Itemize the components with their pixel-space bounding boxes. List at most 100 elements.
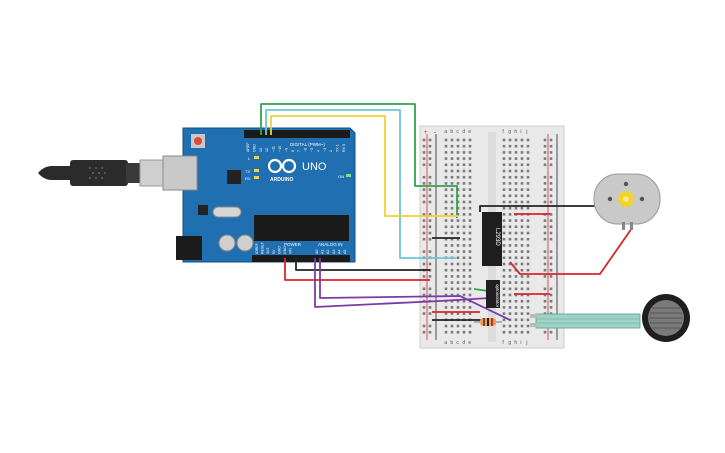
breadboard-hole — [520, 275, 524, 278]
breadboard-hole — [468, 275, 472, 278]
breadboard-hole — [456, 194, 460, 198]
breadboard-hole — [502, 312, 506, 315]
breadboard-hole — [502, 299, 506, 303]
column-letter: b — [450, 340, 453, 346]
rail-hole — [543, 275, 547, 278]
breadboard-hole — [526, 188, 530, 191]
rail-hole — [422, 293, 426, 297]
breadboard-hole — [468, 330, 472, 334]
breadboard-hole — [462, 213, 466, 216]
wire-red-motor — [509, 227, 633, 275]
breadboard-hole — [502, 144, 506, 148]
breadboard-hole — [526, 175, 530, 179]
column-letter: a — [444, 129, 447, 135]
rail-hole — [543, 256, 547, 260]
breadboard-hole — [508, 275, 512, 278]
column-letter: f — [502, 340, 504, 346]
power-pin-label-1: RESET — [261, 241, 265, 254]
force-sensor — [530, 294, 690, 342]
breadboard-hole — [526, 244, 530, 247]
rail-hole — [549, 299, 553, 303]
breadboard-hole — [526, 268, 530, 272]
rail-hole — [428, 225, 432, 229]
breadboard-hole — [456, 163, 460, 167]
breadboard-hole — [456, 138, 460, 142]
breadboard-hole — [514, 225, 518, 229]
breadboard-hole — [462, 268, 466, 272]
breadboard-hole — [520, 188, 524, 191]
breadboard-hole — [502, 151, 506, 154]
motor-driver-label: L293D — [494, 228, 500, 246]
breadboard-hole — [468, 144, 472, 148]
breadboard-hole — [508, 262, 512, 266]
breadboard-hole — [526, 312, 530, 315]
rail-hole — [543, 200, 547, 204]
breadboard-hole — [514, 175, 518, 179]
breadboard-hole — [526, 237, 530, 241]
rail-hole — [422, 188, 426, 191]
breadboard-hole — [526, 151, 530, 154]
breadboard-hole — [468, 175, 472, 179]
breadboard-hole — [502, 275, 506, 278]
breadboard-hole — [456, 312, 460, 315]
wire-purple-a1 — [319, 258, 511, 321]
breadboard-hole — [508, 138, 512, 142]
top-pin-label-1: GND — [252, 144, 256, 152]
breadboard-hole — [450, 275, 454, 278]
breadboard-hole — [456, 175, 460, 179]
breadboard-hole — [450, 231, 454, 235]
rail-hole — [428, 324, 432, 328]
breadboard-hole — [468, 237, 472, 241]
breadboard-hole — [520, 268, 524, 272]
rail-hole — [549, 287, 553, 291]
breadboard-hole — [514, 293, 518, 297]
breadboard-hole — [444, 182, 448, 185]
rail-hole — [428, 200, 432, 204]
top-pin-label-4: ~11 — [272, 146, 276, 152]
breadboard-hole — [520, 231, 524, 235]
wire-green-short — [473, 288, 489, 292]
rail-hole — [422, 182, 426, 185]
breadboard-hole — [514, 206, 518, 210]
breadboard-hole — [502, 306, 506, 309]
breadboard-hole — [462, 281, 466, 284]
analog-pin-label-1: A1 — [321, 250, 325, 254]
rail-hole — [422, 262, 426, 266]
rail-hole — [543, 231, 547, 235]
breadboard-hole — [450, 169, 454, 173]
breadboard-hole — [444, 275, 448, 278]
breadboard-hole — [462, 330, 466, 334]
breadboard-hole — [450, 262, 454, 266]
breadboard-hole — [508, 324, 512, 328]
breadboard-hole — [508, 200, 512, 204]
breadboard-hole — [508, 237, 512, 241]
rail-hole — [549, 144, 553, 148]
breadboard-hole — [520, 287, 524, 291]
rail-hole — [422, 231, 426, 235]
optocoupler-label: optoisolator — [495, 284, 500, 308]
rail-hole — [549, 268, 553, 272]
breadboard-hole — [502, 324, 506, 328]
rail-hole — [549, 219, 553, 222]
rail-hole — [422, 237, 426, 241]
breadboard-hole — [450, 299, 454, 303]
rail-hole — [549, 163, 553, 167]
breadboard-hole — [468, 194, 472, 198]
rail-hole — [549, 157, 553, 160]
breadboard-hole — [520, 312, 524, 315]
analog-pin-label-4: A4 — [337, 250, 341, 254]
top-pin-label-13: 2 — [329, 150, 333, 152]
breadboard-hole — [514, 144, 518, 148]
rail-hole — [543, 268, 547, 272]
column-letter: g — [508, 129, 511, 135]
rail-hole — [543, 306, 547, 309]
breadboard-hole — [450, 237, 454, 241]
breadboard-hole — [462, 299, 466, 303]
breadboard-hole — [444, 231, 448, 235]
breadboard-hole — [468, 182, 472, 185]
breadboard-hole — [508, 188, 512, 191]
breadboard-hole — [450, 268, 454, 272]
rail-hole — [422, 200, 426, 204]
breadboard-hole — [502, 138, 506, 142]
